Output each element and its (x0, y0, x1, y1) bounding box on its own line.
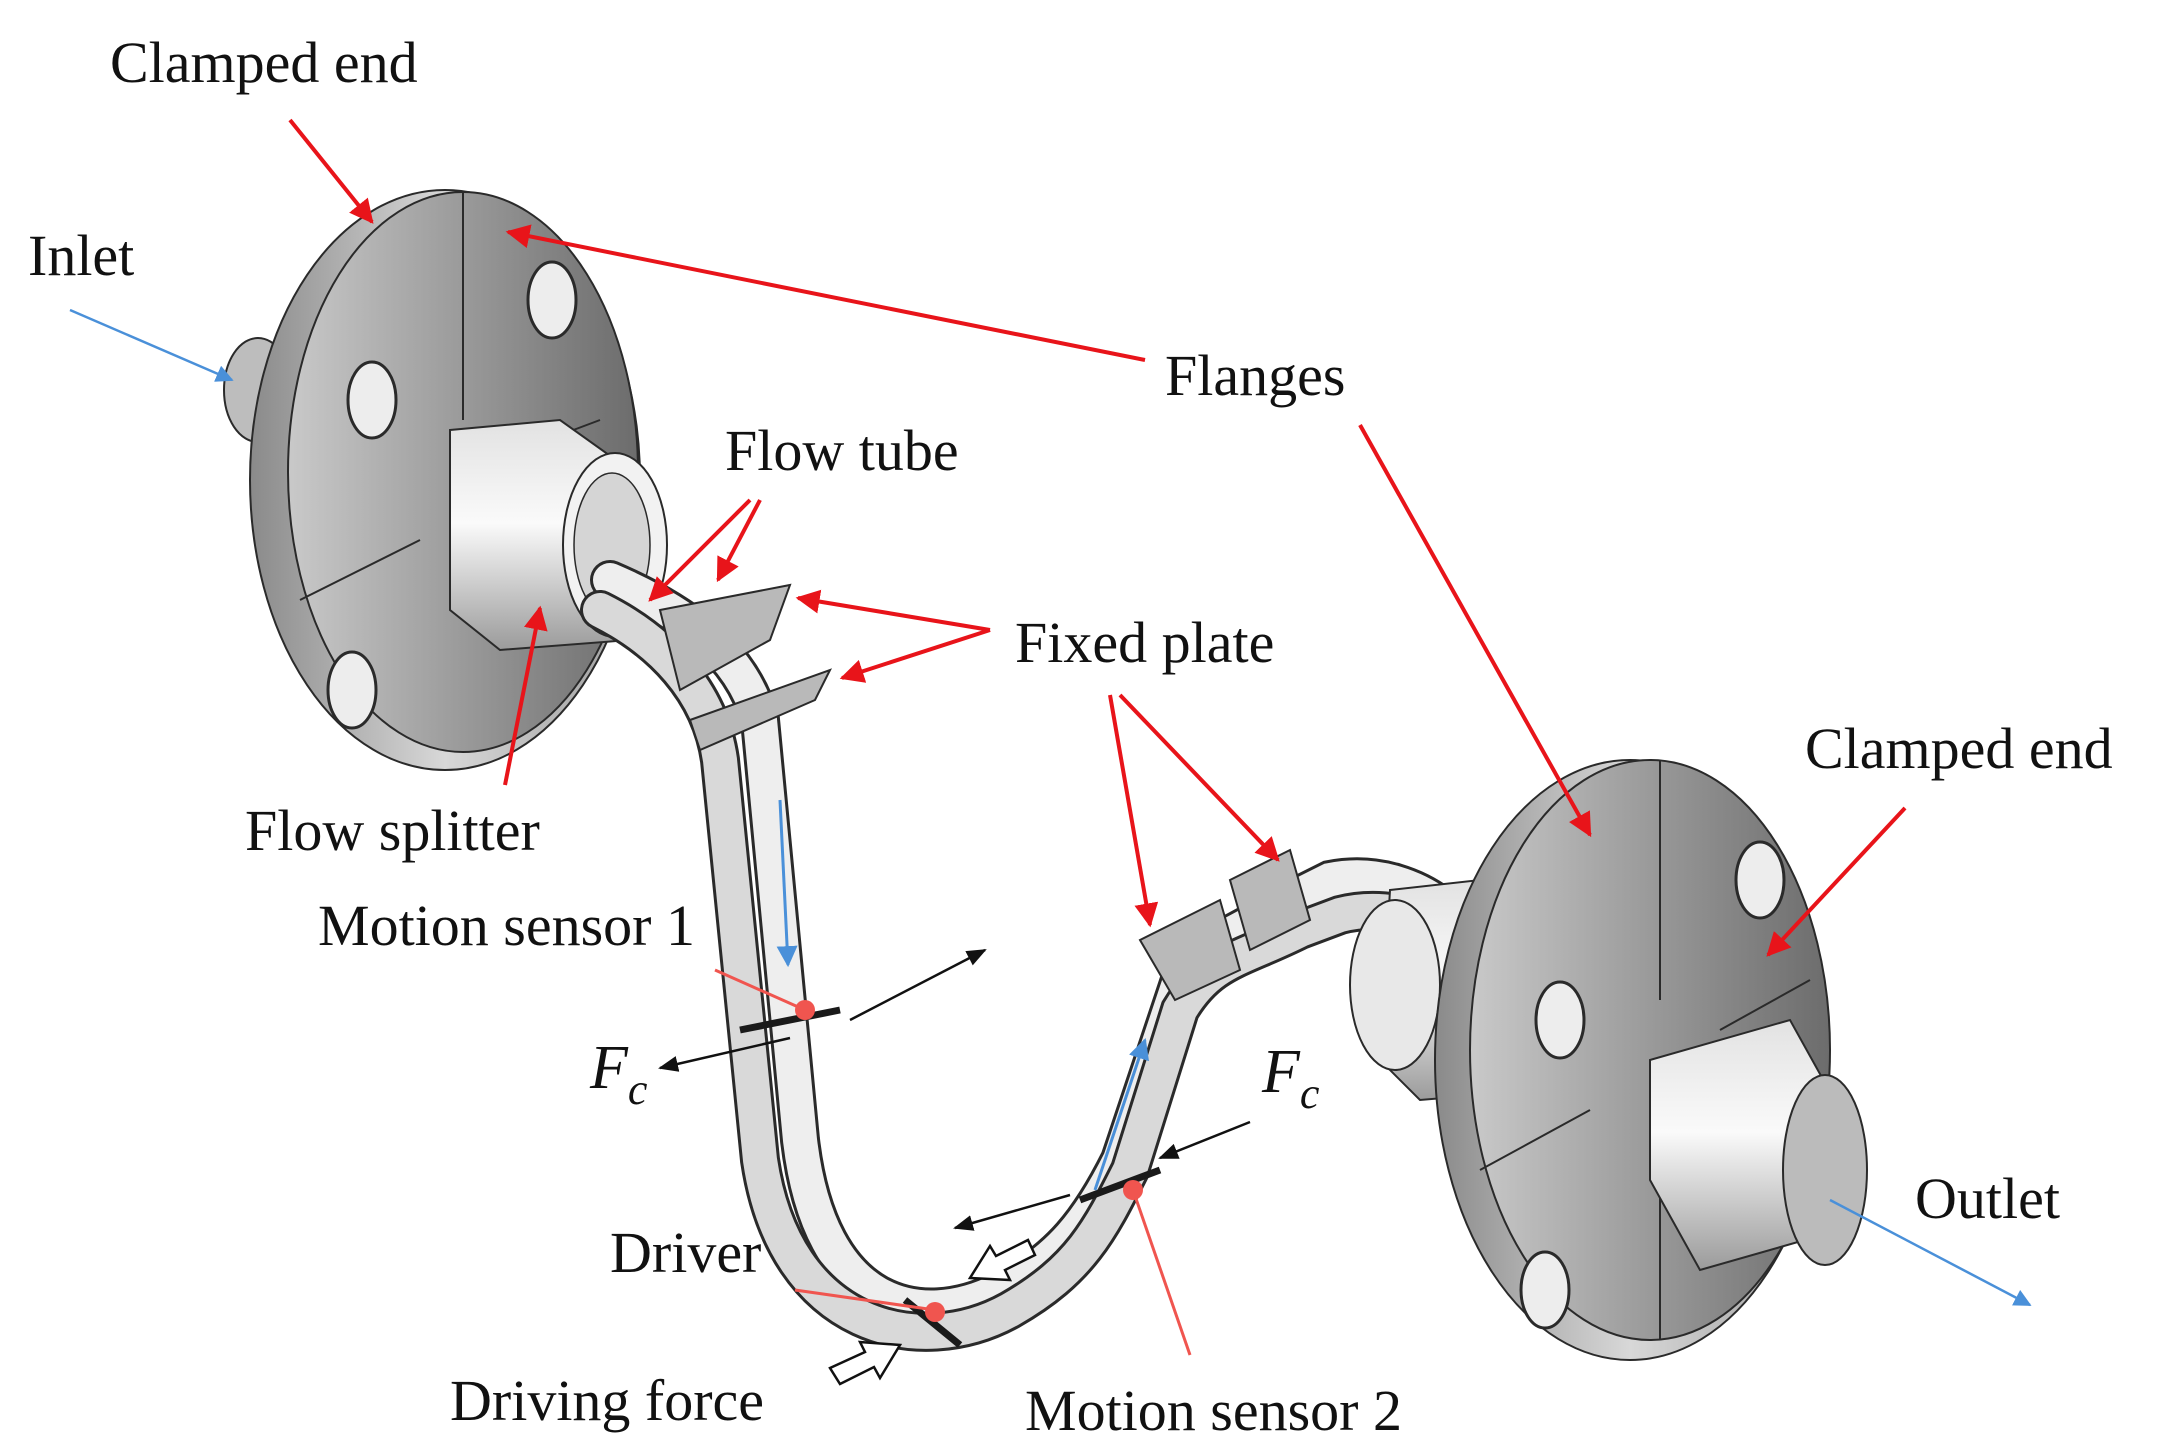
flow-tube-pointer-2 (716, 499, 762, 583)
force-arrows (658, 948, 1251, 1386)
bolt-hole (346, 360, 398, 440)
fixed-plate-pointer-2 (839, 628, 991, 683)
fixed-plate-pointer-1 (795, 589, 991, 632)
motion-sensor-1-leader (714, 968, 806, 1012)
label-motion-sensor-1: Motion sensor 1 (318, 893, 695, 958)
label-clamped-end-right: Clamped end (1805, 716, 2113, 781)
coriolis-force-right-arrow (1158, 1120, 1251, 1160)
coriolis-force-left-arrow (658, 1036, 791, 1072)
motion-sensor-2-leader (1131, 1189, 1192, 1356)
driving-force-arrow (967, 1238, 1037, 1282)
tube-flow-arrow-down (776, 799, 798, 968)
label-outlet: Outlet (1915, 1166, 2060, 1231)
fixed-plates (658, 583, 1312, 1002)
bolt-hole (1519, 1250, 1571, 1330)
outlet-arrow (1829, 1198, 2032, 1307)
right-flange-assembly (1349, 759, 1868, 1361)
driver-dot (925, 1302, 945, 1322)
right-splitter-end (1349, 899, 1441, 1071)
label-flow-splitter: Flow splitter (245, 798, 540, 863)
flow-tube-pointer-1 (648, 498, 752, 602)
force-symbol: F (1261, 1038, 1301, 1106)
label-fixed-plate: Fixed plate (1015, 610, 1274, 675)
fixed-plate (658, 583, 792, 692)
force-symbol: F (589, 1034, 629, 1102)
flow-arrows (69, 308, 2032, 1307)
clamped-end-left-pointer (288, 118, 374, 224)
flanges-pointer-left (505, 224, 1146, 362)
label-clamped-end-left: Clamped end (110, 30, 418, 95)
label-coriolis-force-right: Fc (1261, 1038, 1320, 1118)
label-driver: Driver (610, 1220, 761, 1285)
fixed-plate-pointer-4 (1118, 693, 1280, 862)
tube-flow-arrow-up (1093, 1038, 1149, 1191)
bolt-hole (1534, 980, 1586, 1060)
fixed-plate-pointer-3 (1108, 694, 1159, 928)
bolt-hole (1734, 840, 1786, 920)
right-flange-seam (1479, 1109, 1591, 1171)
force-subscript: c (628, 1065, 648, 1114)
right-flange-seam (1719, 979, 1811, 1031)
flanges-pointer-right (1358, 424, 1592, 838)
coriolis-force-right-back (953, 1193, 1071, 1231)
annotation-arrows (288, 118, 1907, 1356)
motion-sensor-2-dot (1123, 1180, 1143, 1200)
fixed-plate (688, 668, 833, 752)
bolt-hole (326, 650, 378, 730)
coriolis-force-left-back (849, 948, 987, 1022)
inlet-arrow (69, 308, 234, 382)
fixed-plate (1138, 898, 1242, 1002)
label-motion-sensor-2: Motion sensor 2 (1025, 1378, 1402, 1443)
left-flange-seam (299, 539, 421, 601)
driving-force-arrow (828, 1340, 903, 1386)
sensor-band (739, 1006, 841, 1034)
force-subscript: c (1300, 1069, 1320, 1118)
label-driving-force: Driving force (450, 1368, 764, 1433)
label-coriolis-force-left: Fc (589, 1034, 648, 1114)
clamped-end-right-pointer (1766, 806, 1907, 957)
outlet-shaft-end (1782, 1074, 1868, 1266)
label-flow-tube: Flow tube (725, 418, 959, 483)
labels: Clamped end Inlet Flanges Flow tube Fixe… (28, 30, 2113, 1443)
label-inlet: Inlet (28, 223, 134, 288)
driver-leader (794, 1288, 936, 1312)
motion-sensor-1-dot (795, 1000, 815, 1020)
bolt-hole (526, 260, 578, 340)
sensor-band (1078, 1166, 1162, 1204)
flow-splitter-pointer (503, 605, 548, 786)
left-flange-assembly (223, 189, 668, 771)
label-flanges: Flanges (1165, 343, 1345, 408)
